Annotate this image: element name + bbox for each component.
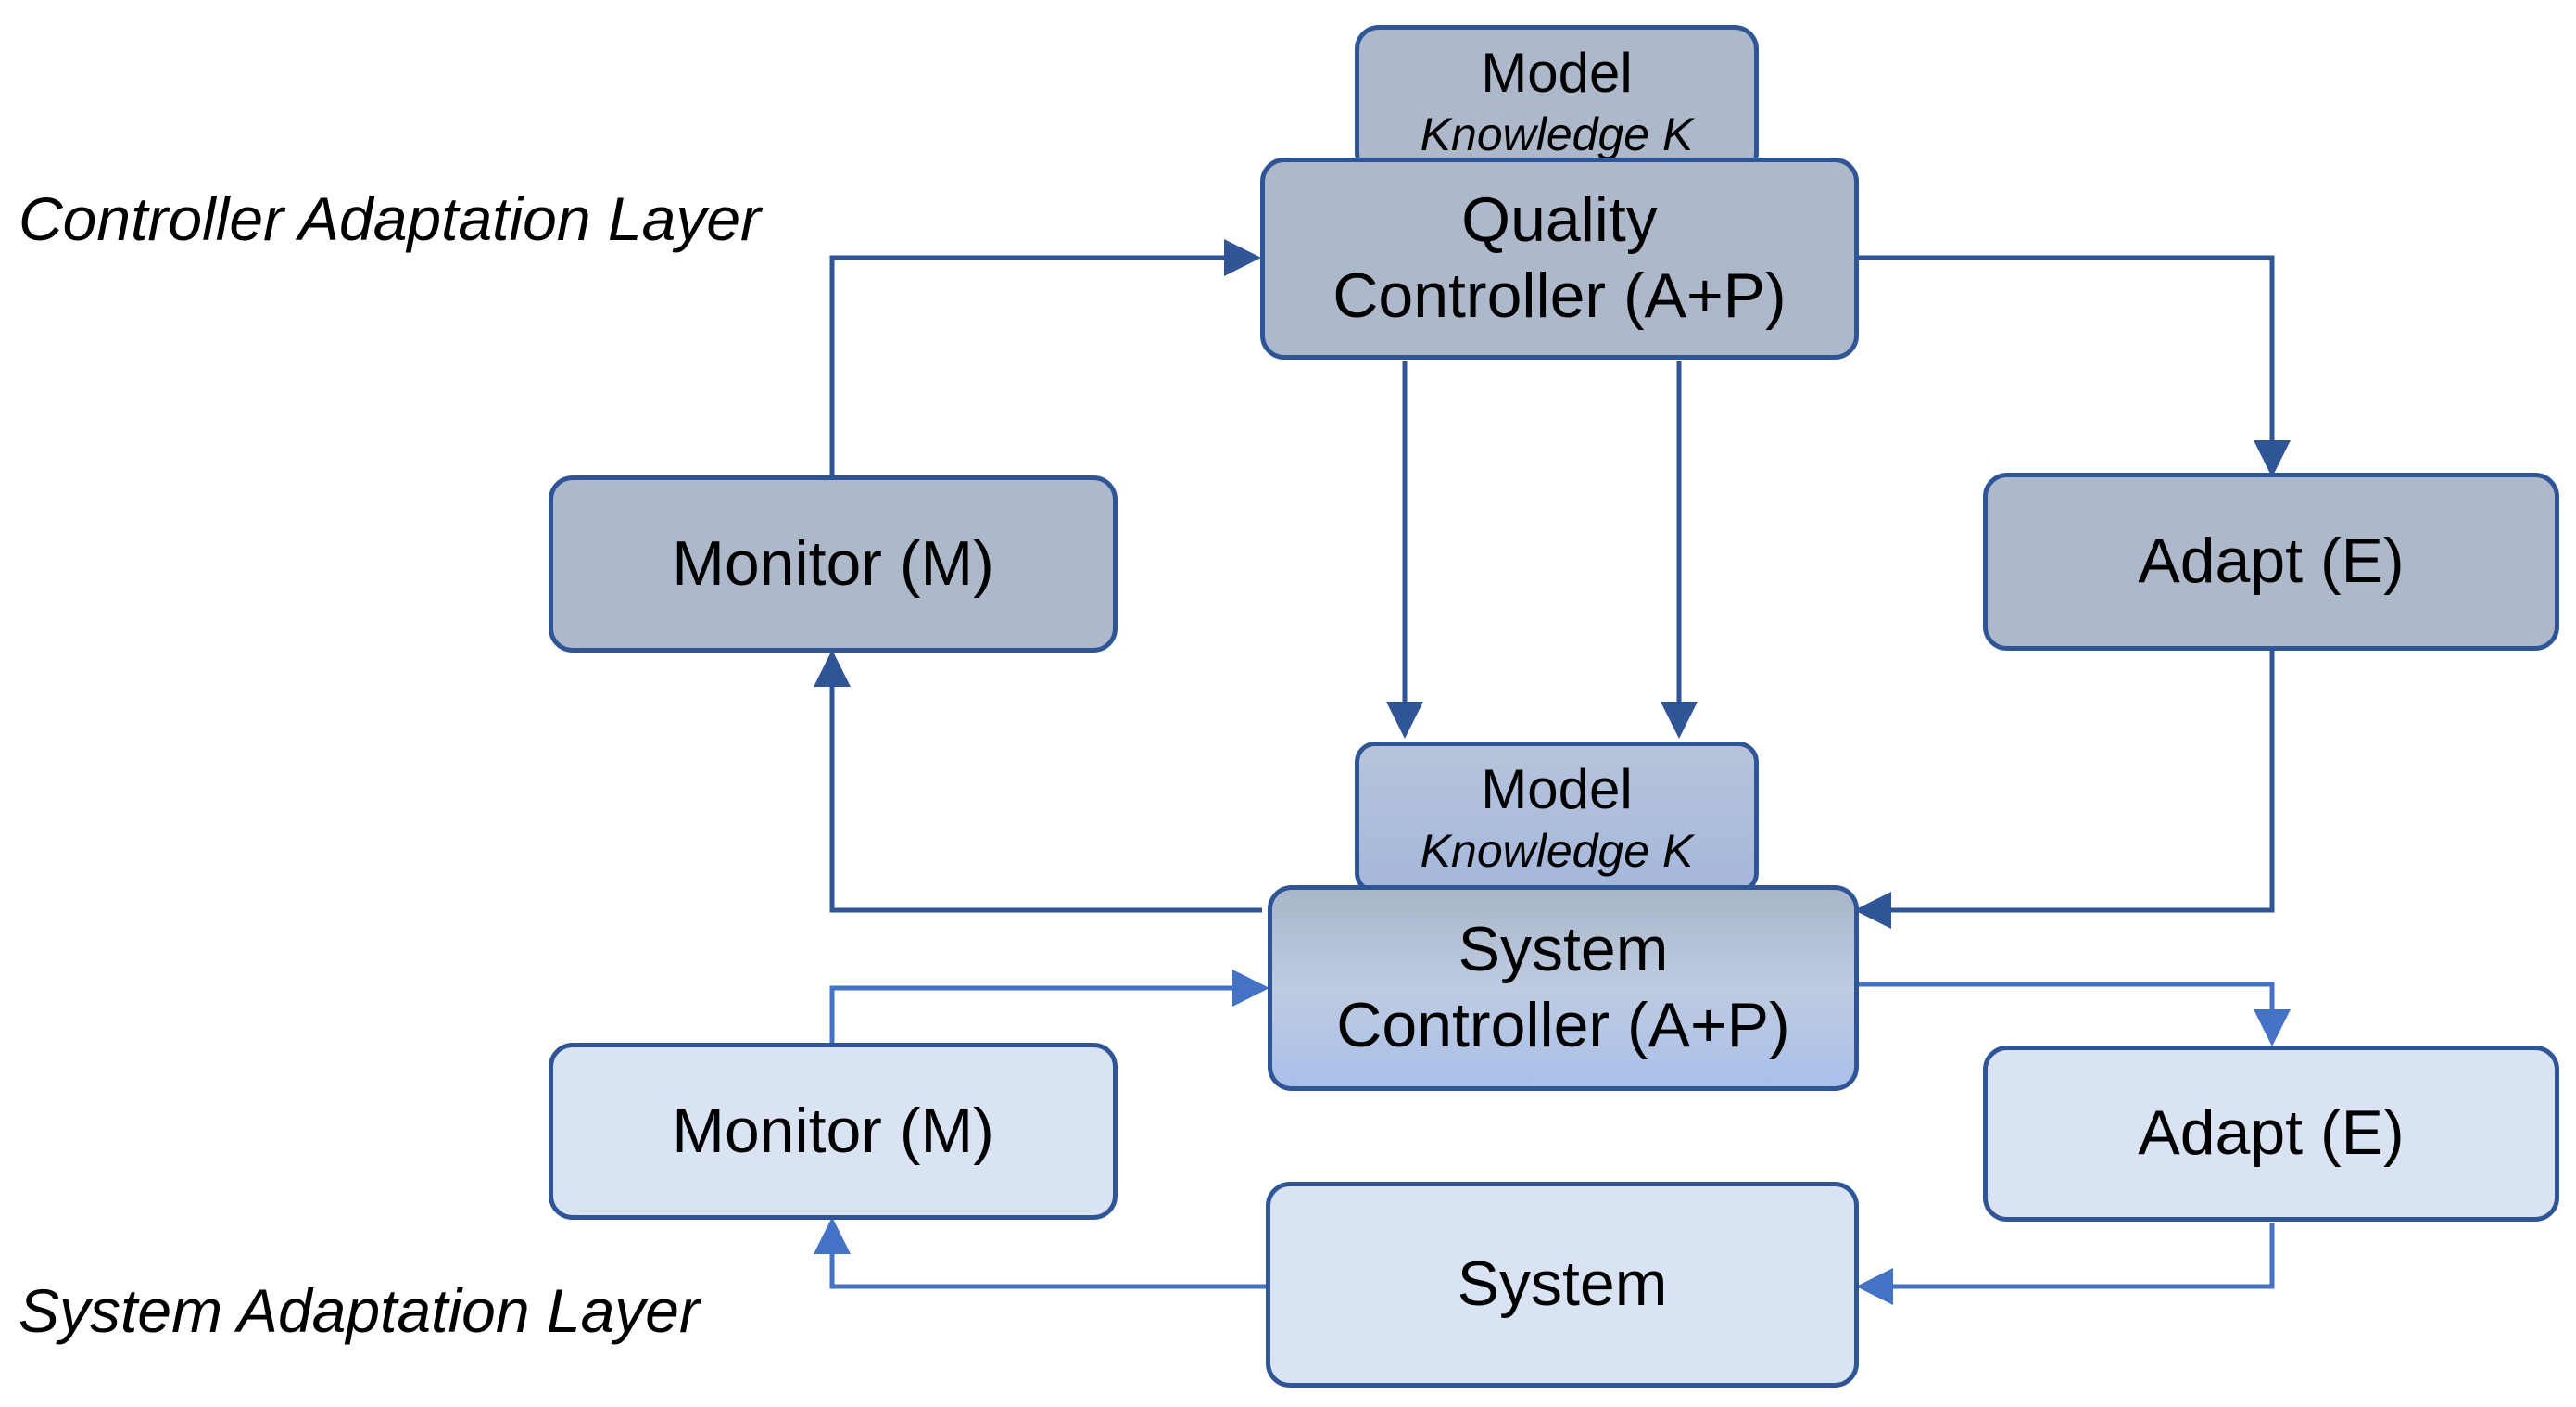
lower-adapt-label: Adapt (E) — [2138, 1097, 2405, 1169]
system-controller-node: System Controller (A+P) — [1268, 885, 1859, 1091]
arrow-lower-monitor-to-system-controller — [829, 970, 1269, 1043]
arrow-monitor-to-quality-controller — [829, 239, 1261, 475]
lower-model-knowledge-node: Model Knowledge K — [1355, 742, 1759, 894]
arrow-system-controller-to-monitor — [814, 650, 1262, 913]
system-controller-line1: System — [1458, 914, 1669, 985]
system-controller-line2: Controller (A+P) — [1336, 990, 1790, 1060]
upper-model-knowledge-node: Model Knowledge K — [1355, 25, 1759, 177]
arrow-quality-controller-to-adapt — [1859, 255, 2291, 477]
upper-adapt-node: Adapt (E) — [1983, 473, 2559, 651]
arrow-system-controller-to-lower-adapt — [1859, 982, 2291, 1046]
system-layer-label: System Adaptation Layer — [19, 1276, 700, 1345]
lower-model-subtitle: Knowledge K — [1420, 825, 1694, 877]
controller-layer-label: Controller Adaptation Layer — [19, 184, 762, 253]
lower-monitor-label: Monitor (M) — [672, 1095, 994, 1166]
upper-adapt-label: Adapt (E) — [2138, 526, 2405, 597]
arrow-lower-adapt-to-system — [1856, 1223, 2275, 1305]
upper-model-title: Model — [1481, 42, 1633, 104]
arrow-adapt-to-system-controller — [1854, 651, 2275, 929]
upper-model-subtitle: Knowledge K — [1420, 108, 1694, 160]
system-label: System — [1457, 1249, 1668, 1320]
arrow-system-to-lower-monitor — [814, 1217, 1266, 1289]
quality-controller-node: Quality Controller (A+P) — [1260, 158, 1859, 360]
upper-monitor-label: Monitor (M) — [672, 527, 994, 599]
quality-controller-line1: Quality — [1461, 184, 1658, 256]
upper-monitor-node: Monitor (M) — [549, 475, 1118, 653]
lower-adapt-node: Adapt (E) — [1983, 1046, 2559, 1222]
system-node: System — [1266, 1182, 1859, 1388]
lower-monitor-node: Monitor (M) — [549, 1043, 1118, 1220]
quality-controller-line2: Controller (A+P) — [1332, 260, 1787, 331]
lower-model-title: Model — [1481, 758, 1633, 820]
